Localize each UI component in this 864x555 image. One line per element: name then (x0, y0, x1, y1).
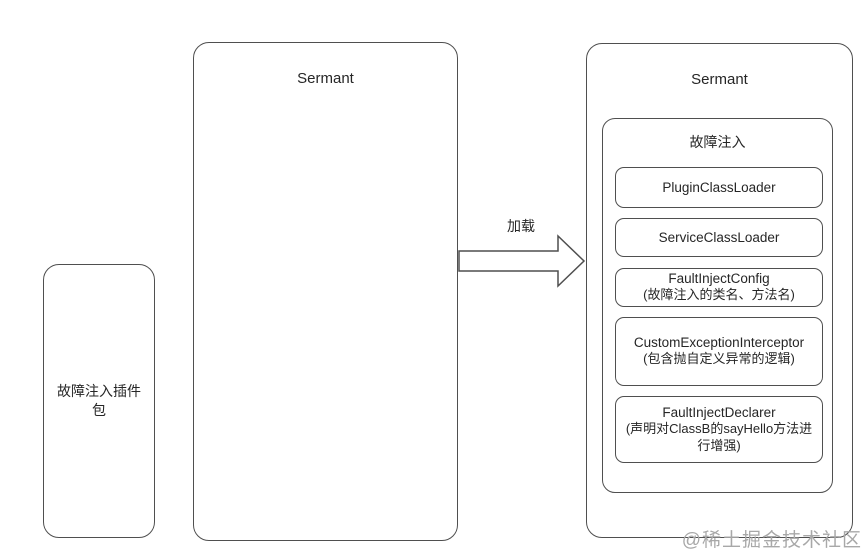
watermark: @稀土掘金技术社区 (681, 530, 862, 551)
module-subtitle: (包含抛自定义异常的逻辑) (643, 351, 795, 367)
module-service-class-loader: ServiceClassLoader (615, 218, 823, 257)
module-title: FaultInjectConfig (668, 271, 770, 287)
plugin-package-box: 故障注入插件包 (43, 264, 155, 538)
module-fault-inject-config: FaultInjectConfig (故障注入的类名、方法名) (615, 268, 823, 307)
sermant-host-left-title: Sermant (297, 70, 354, 87)
module-fault-inject-declarer: FaultInjectDeclarer (声明对ClassB的sayHello方… (615, 396, 823, 463)
module-title: CustomExceptionInterceptor (633, 335, 805, 351)
fault-injection-plugin-title: 故障注入 (689, 134, 746, 150)
module-title: ServiceClassLoader (658, 229, 780, 245)
module-title: PluginClassLoader (662, 179, 776, 195)
module-plugin-class-loader: PluginClassLoader (615, 167, 823, 208)
sermant-host-left-box: Sermant (193, 42, 458, 541)
load-arrow-label: 加载 (507, 218, 535, 234)
load-arrow-icon (458, 234, 586, 288)
module-subtitle: (声明对ClassB的sayHello方法进行增强) (625, 421, 813, 453)
module-custom-exception-interceptor: CustomExceptionInterceptor (包含抛自定义异常的逻辑) (615, 317, 823, 386)
sermant-host-right-title: Sermant (691, 71, 748, 88)
module-title: FaultInjectDeclarer (662, 405, 776, 420)
plugin-package-label: 故障注入插件包 (57, 383, 141, 418)
module-subtitle: (故障注入的类名、方法名) (643, 287, 795, 303)
